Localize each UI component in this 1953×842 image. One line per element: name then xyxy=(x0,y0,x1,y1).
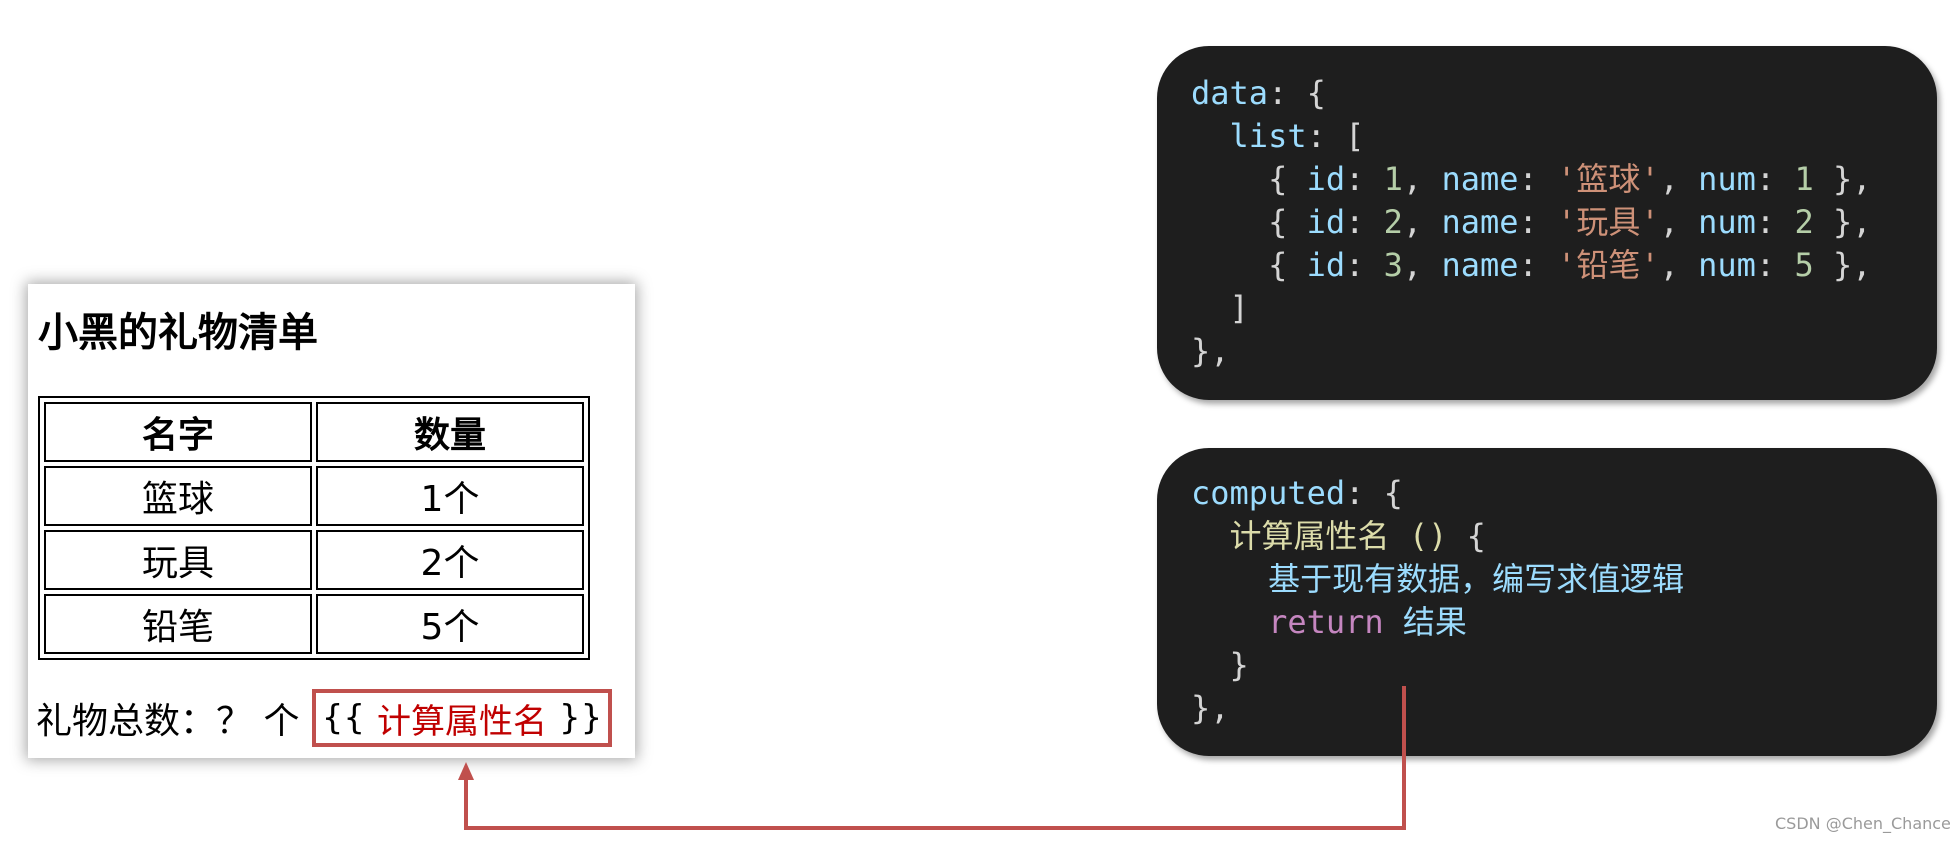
watermark: CSDN @Chen_Chance xyxy=(1775,814,1951,833)
code-line: }, xyxy=(1191,689,1230,727)
table-row: 铅笔 5个 xyxy=(44,594,584,654)
mustache-computed-name: 计算属性名 xyxy=(377,701,547,742)
data-code-block: data: { list: [ { id: 1, name: '篮球', num… xyxy=(1157,46,1937,400)
code-line-item: { id: 1, name: '篮球', num: 1 }, xyxy=(1191,160,1872,198)
cell-num: 1个 xyxy=(316,466,584,526)
table-row: 篮球 1个 xyxy=(44,466,584,526)
gift-list-preview: 小黑的礼物清单 名字 数量 篮球 1个 玩具 2个 铅笔 5个 礼物总数：？ 个… xyxy=(28,284,635,758)
mustache-open: {{ xyxy=(321,698,365,738)
code-line: ] xyxy=(1191,289,1249,327)
code-line: return 结果 xyxy=(1268,603,1467,641)
connector-line xyxy=(464,686,1406,830)
code-line-item: { id: 3, name: '铅笔', num: 5 }, xyxy=(1191,246,1872,284)
gift-table: 名字 数量 篮球 1个 玩具 2个 铅笔 5个 xyxy=(38,396,590,660)
code-line-item: { id: 2, name: '玩具', num: 2 }, xyxy=(1191,203,1872,241)
table-row: 玩具 2个 xyxy=(44,530,584,590)
arrow-head-icon xyxy=(458,762,474,780)
code-line: 基于现有数据，编写求值逻辑 xyxy=(1268,560,1685,598)
cell-name: 铅笔 xyxy=(44,594,312,654)
cell-name: 玩具 xyxy=(44,530,312,590)
mustache-close: }} xyxy=(559,698,603,738)
cell-name: 篮球 xyxy=(44,466,312,526)
code-line: }, xyxy=(1191,332,1230,370)
column-header-name: 名字 xyxy=(44,402,312,462)
column-header-num: 数量 xyxy=(316,402,584,462)
gift-total-label: 礼物总数：？ 个 xyxy=(36,701,300,742)
code-line: list: [ xyxy=(1229,117,1365,155)
code-line: data: { xyxy=(1191,74,1326,112)
code-line: computed: { xyxy=(1191,474,1403,512)
code-line: } xyxy=(1191,646,1249,684)
cell-num: 5个 xyxy=(316,594,584,654)
page-title: 小黑的礼物清单 xyxy=(38,310,318,356)
table-header-row: 名字 数量 xyxy=(44,402,584,462)
cell-num: 2个 xyxy=(316,530,584,590)
mustache-expression-box: {{ 计算属性名 }} xyxy=(312,689,612,747)
code-line: 计算属性名 () { xyxy=(1229,517,1486,555)
computed-code-block: computed: { 计算属性名 () { 基于现有数据，编写求值逻辑 ret… xyxy=(1157,448,1937,756)
